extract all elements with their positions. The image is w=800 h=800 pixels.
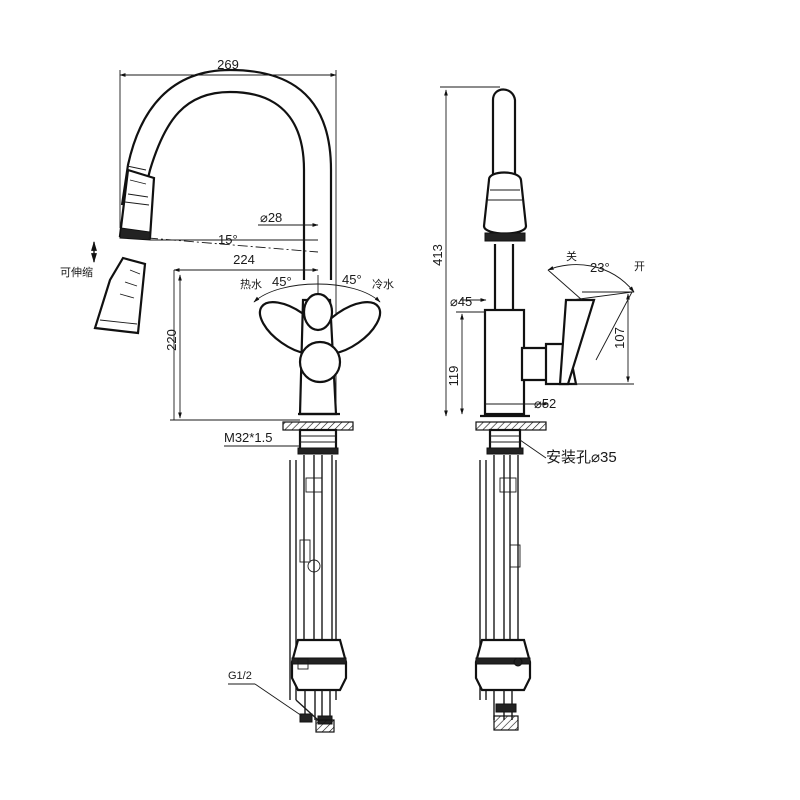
dim-d28-label: ⌀28: [260, 210, 282, 225]
dimension-height-total: 413: [430, 86, 500, 417]
dim-413-label: 413: [430, 244, 445, 266]
faucet-body-side: ⌀45: [450, 291, 634, 416]
dim-right-45-label: 45°: [342, 272, 362, 287]
dim-23deg-label: 23°: [590, 260, 610, 275]
dim-thread-label: M32*1.5: [224, 430, 272, 445]
retractable-indicator: 可伸缩: [60, 241, 97, 279]
spray-head-extended: [93, 256, 147, 335]
dim-119-label: 119: [446, 366, 461, 387]
retractable-label: 可伸缩: [60, 266, 93, 279]
side-view: 413 ⌀45: [430, 86, 645, 731]
dimension-height-body: 119: [446, 311, 486, 415]
dimension-handle-height: 107: [612, 293, 630, 383]
dim-15deg-label: 15°: [218, 232, 238, 247]
dim-d52-label: ⌀52: [534, 396, 556, 411]
mount-base-front: M32*1.5: [224, 421, 354, 455]
dim-220-label: 220: [164, 329, 179, 351]
dimension-reach: 224: [173, 252, 319, 272]
open-label: 开: [634, 261, 645, 273]
cold-water-label: 冷水: [372, 278, 394, 291]
mount-base-side: 安装孔⌀35: [475, 414, 617, 466]
mount-hole-label: 安装孔⌀35: [546, 449, 617, 466]
dim-d45-label: ⌀45: [450, 294, 472, 309]
hot-water-label: 热水: [240, 278, 262, 291]
dimension-pull-angle: 15° ⌀28: [147, 210, 319, 253]
dim-269-label: 269: [217, 57, 239, 72]
hose-weight-front: [290, 638, 348, 733]
hose-weight-side: [474, 638, 532, 731]
faucet-body-front: [258, 292, 382, 416]
close-label: 关: [566, 249, 577, 263]
dimension-handle-angle: 关 23° 开: [547, 249, 645, 301]
front-view: 269 可伸缩: [60, 57, 394, 733]
dimension-height-spout: 220: [164, 270, 300, 421]
dimension-base-diameter: ⌀52: [486, 396, 556, 411]
dim-107-label: 107: [612, 327, 627, 349]
dimension-width-total: 269: [119, 57, 337, 410]
connector-callout: G1/2: [228, 670, 303, 717]
spout-side: [482, 88, 528, 312]
connector-label: G1/2: [228, 670, 252, 682]
handle-rotation-arc: 热水 45° 45° 冷水: [240, 272, 394, 310]
dim-left-45-label: 45°: [272, 274, 292, 289]
dim-224-label: 224: [233, 252, 255, 267]
spout-gooseneck: [120, 68, 333, 280]
